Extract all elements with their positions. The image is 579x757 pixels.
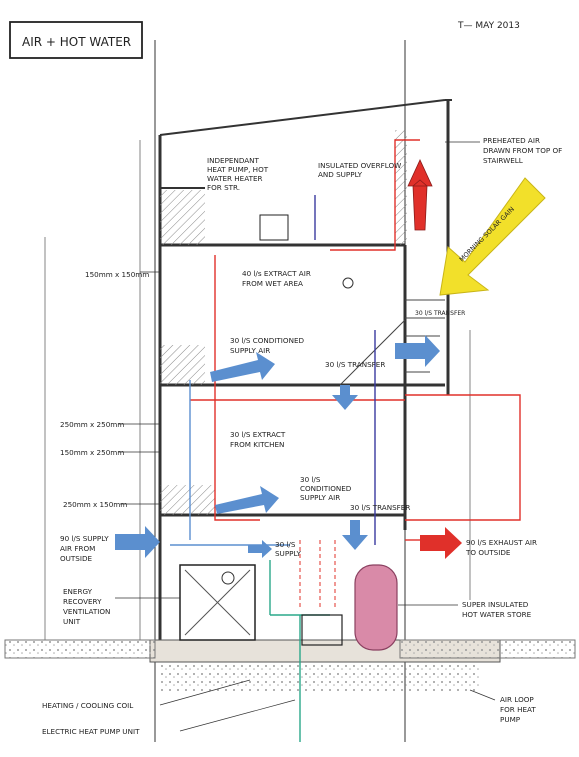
label-extract-wet-2: FROM WET AREA [242,279,303,288]
signature: T— MAY 2013 [457,21,520,31]
label-airloop-2: FOR HEAT [500,705,536,714]
label-duct-150x150: 150mm x 150mm [85,270,149,279]
morning-solar-gain-arrow [439,177,546,296]
label-hp-4: FOR STR. [207,183,240,192]
label-duct-250x150: 250mm x 150mm [63,500,127,509]
stair [339,299,445,386]
label-duct-250x250: 250mm x 250mm [60,420,124,429]
transfer-arrow-down-2 [342,520,368,550]
label-erv-4: UNIT [63,617,81,626]
ground-left [4,639,156,659]
label-extract-kitchen-2: FROM KITCHEN [230,440,284,449]
label-exhaust-1: 90 l/S EXHAUST AIR [466,538,537,547]
leader-lines [115,141,496,732]
heat-pump-box [301,614,343,646]
label-cond-supply-2b: CONDITIONED [300,484,352,493]
supply-air-arrow-outside [115,526,160,558]
conditioned-supply-arrow-1 [210,352,275,382]
dashed-flows [299,540,336,610]
label-erv-1: ENERGY [63,587,93,596]
page-title: AIR + HOT WATER [22,35,131,49]
label-erv-2: RECOVERY [63,597,102,606]
label-hp-unit: ELECTRIC HEAT PUMP UNIT [42,727,140,736]
small-supply-arrow [248,540,272,558]
label-extract-kitchen-1: 30 l/S EXTRACT [230,430,286,439]
ducting [170,139,521,742]
shower-head [342,277,354,289]
label-cond-supply-1b: SUPPLY AIR [230,346,270,355]
label-airloop-3: PUMP [500,715,521,724]
label-supply-small-1: 30 l/S [275,540,296,549]
label-supply-air-3: OUTSIDE [60,554,93,563]
label-supply-air-1: 90 l/S SUPPLY [60,534,109,543]
label-hp-3: WATER HEATER [207,174,263,183]
label-hp-2: HEAT PUMP, HOT [207,165,269,174]
label-supply-air-2: AIR FROM [60,544,95,553]
label-cylinder-2: HOT WATER STORE [462,610,532,619]
exhaust-air-arrow-outside [420,527,462,559]
title-box [9,21,143,59]
label-airloop-1: AIR LOOP [500,695,534,704]
label-stair-transfer: 30 l/S TRANSFER [415,310,465,317]
label-transfer-2: 30 l/S TRANSFER [350,503,410,512]
label-erv-3: VENTILATION [63,607,110,616]
erv-fan [221,571,235,585]
label-duct-150x250: 150mm x 250mm [60,448,124,457]
conditioned-supply-arrow-2 [215,486,279,514]
transfer-arrow-stair [395,335,440,367]
label-exhaust-2: TO OUTSIDE [465,548,511,557]
label-coil: HEATING / COOLING COIL [42,701,133,710]
label-dhw-1: INSULATED OVERFLOW [318,161,401,170]
label-preheated-air-3: STAIRWELL [483,156,523,165]
label-hp-1: INDEPENDANT [207,156,260,165]
label-preheated-air-2: DRAWN FROM TOP OF [483,146,562,155]
label-supply-small-2: SUPPLY [275,549,302,558]
ground-gravel [160,662,480,692]
label-cond-supply-2c: SUPPLY AIR [300,493,340,502]
label-transfer-1: 30 l/S TRANSFER [325,360,385,369]
label-cond-supply-1a: 30 l/S CONDITIONED [230,336,304,345]
label-dhw-2: AND SUPPLY [318,170,363,179]
label-preheated-air: PREHEATED AIR [483,136,540,145]
erv-internals [184,569,251,636]
label-extract-wet-1: 40 l/s EXTRACT AIR [242,269,311,278]
ground-right [399,639,576,659]
preheated-air-arrow [407,159,433,231]
transfer-arrow-down [332,385,358,410]
wet-area-heat-pump [259,214,289,241]
building-section [44,40,471,742]
label-cond-supply-2a: 30 l/S [300,475,321,484]
label-cylinder-1: SUPER INSULATED [462,600,529,609]
hot-water-cylinder [354,564,398,651]
erv-unit [179,564,256,641]
